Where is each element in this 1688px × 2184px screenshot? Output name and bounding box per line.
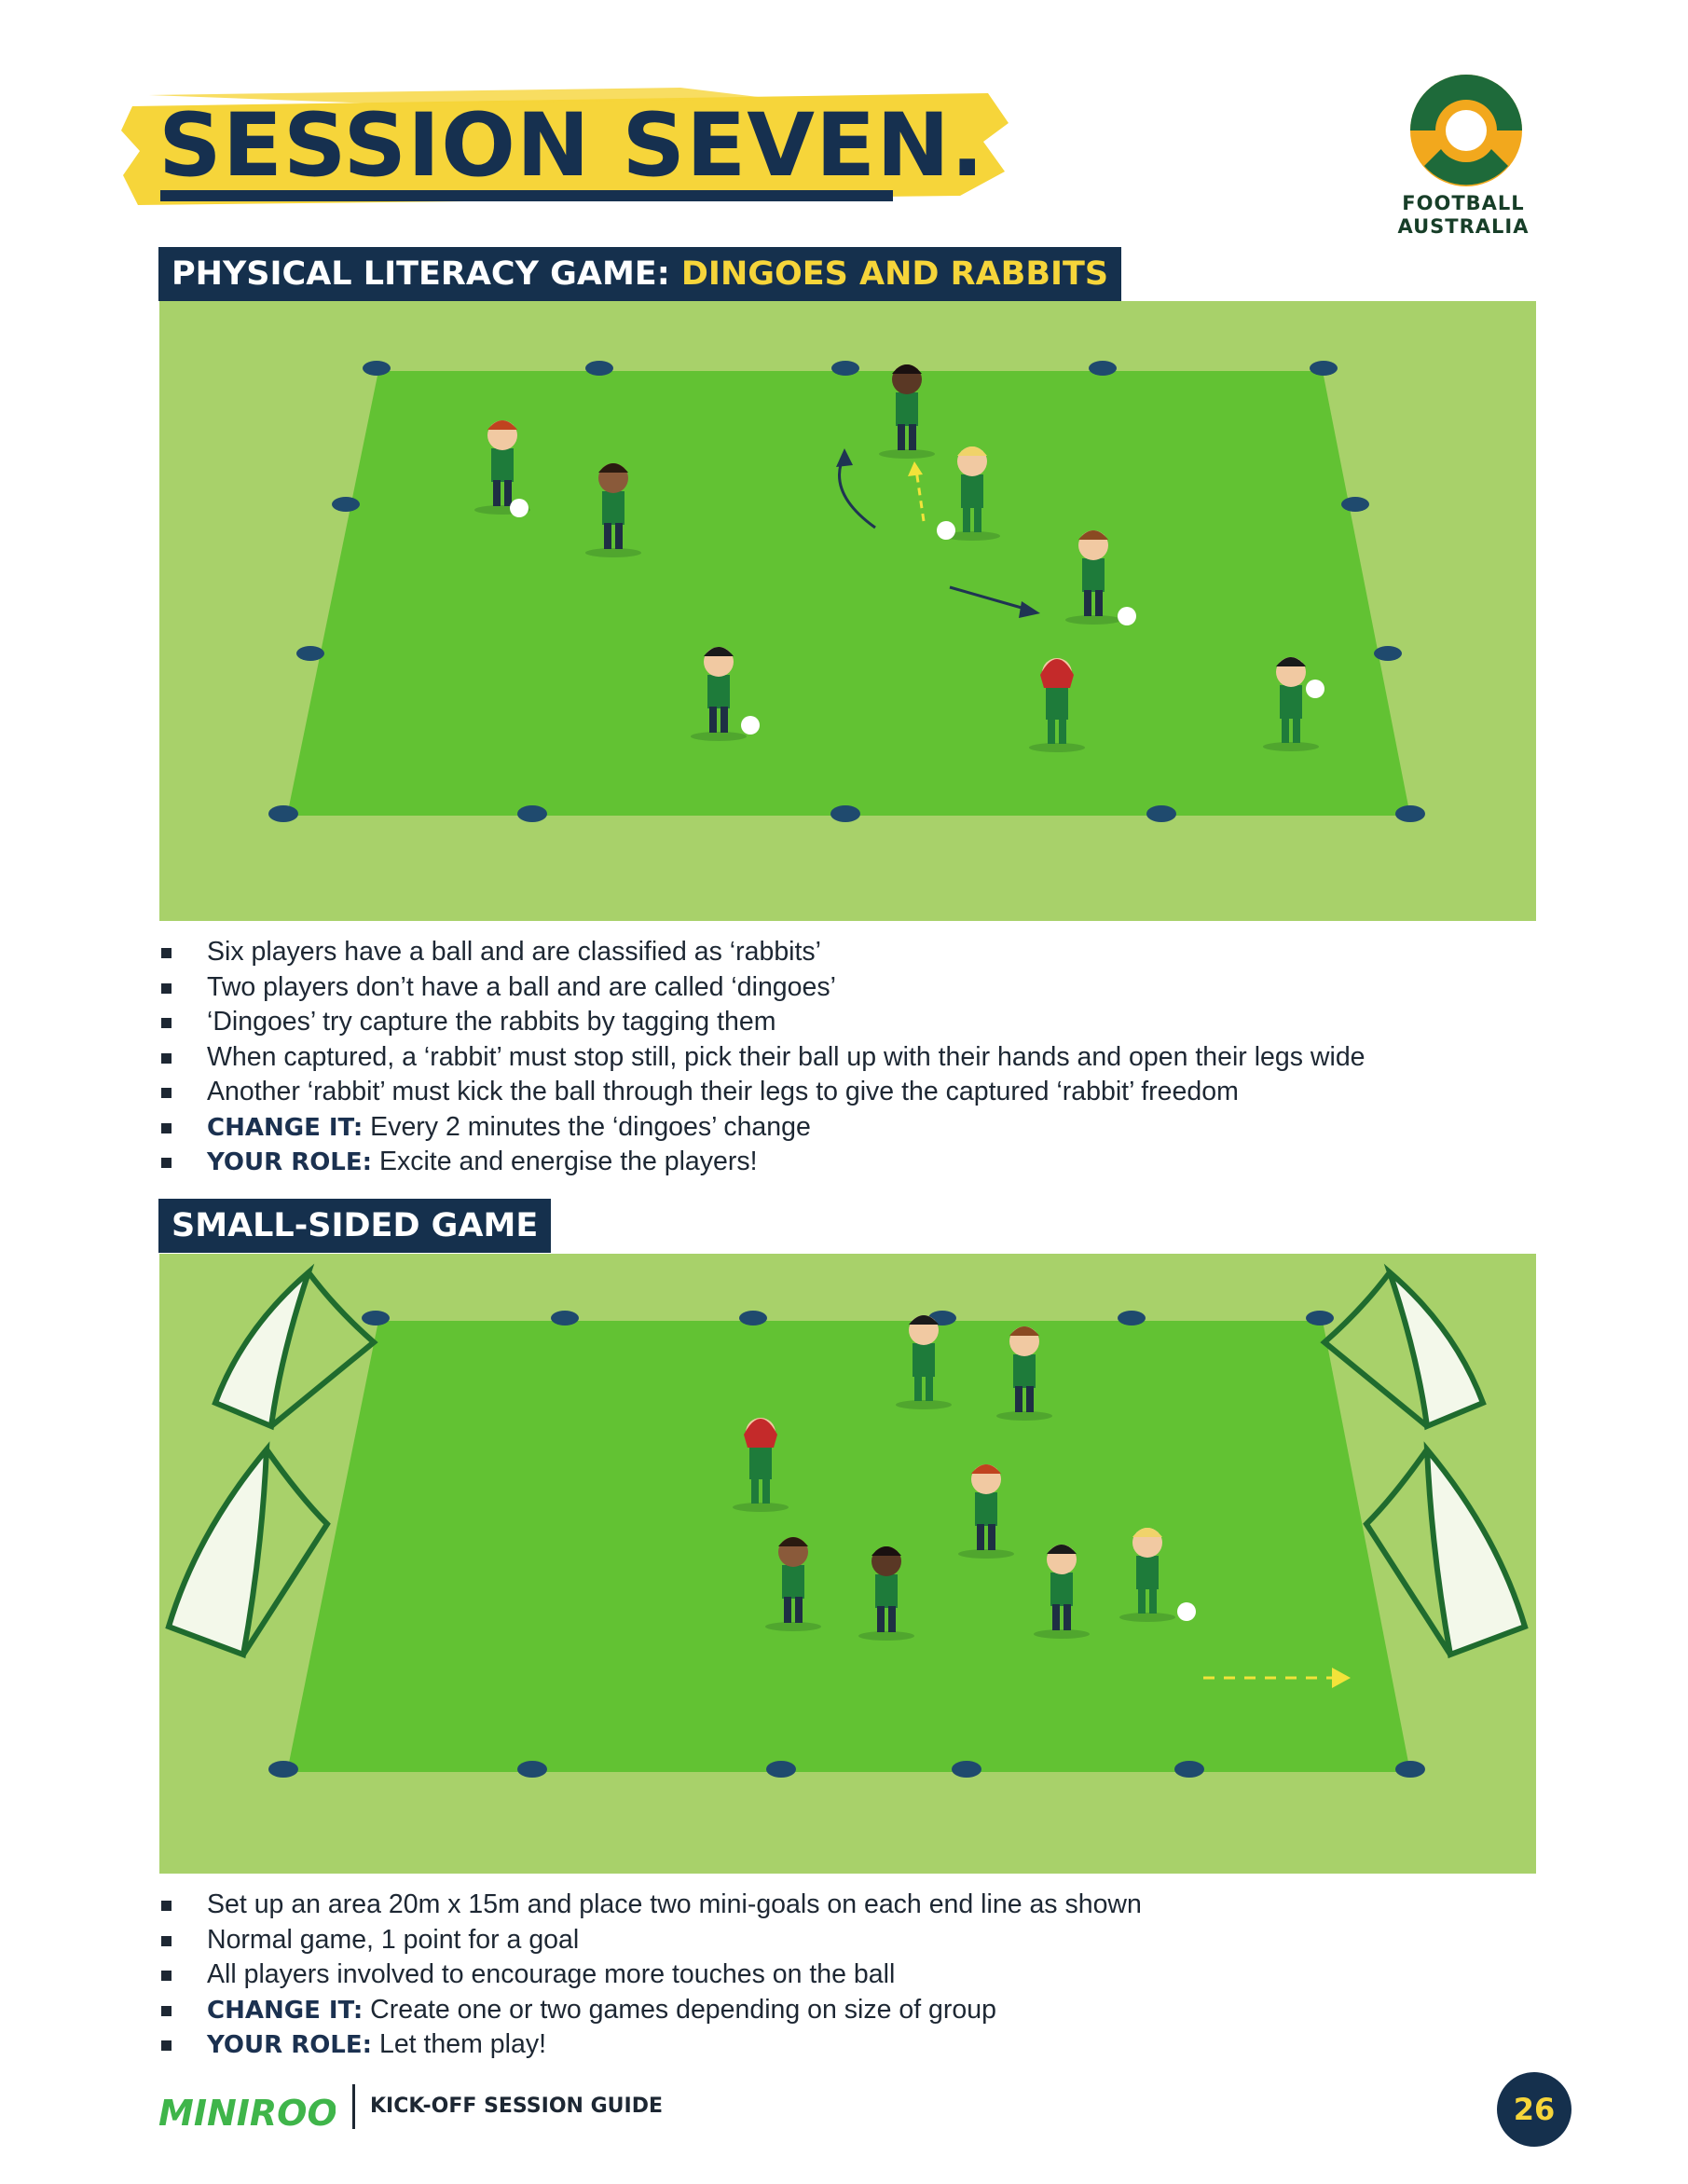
cone <box>268 805 298 822</box>
title-brush-stroke <box>121 88 1009 205</box>
player <box>733 1418 789 1512</box>
bullet-item: ‘Dingoes’ try capture the rabbits by tag… <box>158 1005 1365 1040</box>
cone <box>1146 805 1176 822</box>
playing-area <box>287 1321 1410 1772</box>
playing-area <box>287 371 1410 816</box>
bullet-item-your-role: YOUR ROLE: Let them play! <box>158 2027 1142 2063</box>
cone <box>551 1311 579 1326</box>
title-underline <box>160 190 893 201</box>
player <box>858 1546 914 1641</box>
bullet-item-change-it: CHANGE IT: Every 2 minutes the ‘dingoes’… <box>158 1110 1365 1146</box>
cone <box>1341 497 1369 512</box>
section-header-physical-literacy: PHYSICAL LITERACY GAME: DINGOES AND RABB… <box>158 247 1122 301</box>
mini-goal <box>1383 1263 1487 1431</box>
pitch-diagram-small-sided-game <box>159 1254 1536 1874</box>
cone <box>952 1761 981 1778</box>
mini-goal <box>1423 1441 1529 1659</box>
pass-arrow <box>1203 1668 1351 1688</box>
mini-goal <box>165 1441 270 1659</box>
player-rabbit <box>585 463 641 557</box>
player <box>765 1537 821 1631</box>
cone <box>585 361 613 376</box>
cone <box>1310 361 1338 376</box>
footer-divider <box>352 2084 355 2129</box>
cone <box>1306 1311 1334 1326</box>
player-rabbit <box>937 446 1000 541</box>
mini-goals <box>165 1263 1529 1659</box>
cone <box>363 361 391 376</box>
bullet-item: All players involved to encourage more t… <box>158 1957 1142 1993</box>
mini-goal <box>212 1263 315 1431</box>
cone <box>766 1761 796 1778</box>
bullet-item: Another ‘rabbit’ must kick the ball thro… <box>158 1075 1365 1110</box>
cones <box>268 361 1425 822</box>
cone <box>831 361 859 376</box>
cone <box>1089 361 1117 376</box>
cone <box>268 1761 298 1778</box>
bullet-item-change-it: CHANGE IT: Create one or two games depen… <box>158 1993 1142 2028</box>
cone <box>332 497 360 512</box>
player <box>1119 1528 1196 1622</box>
cone <box>296 646 324 661</box>
player <box>958 1464 1014 1559</box>
bullet-item-your-role: YOUR ROLE: Excite and energise the playe… <box>158 1145 1365 1180</box>
cone <box>362 1311 390 1326</box>
cone <box>1374 646 1402 661</box>
cone <box>739 1311 767 1326</box>
miniroos-logo: MINIROOS <box>158 2093 336 2134</box>
miniroos-wordmark: MINIROOS <box>158 2093 336 2134</box>
bullet-item: Six players have a ball and are classifi… <box>158 935 1365 970</box>
cone <box>1395 1761 1425 1778</box>
player-rabbit <box>474 420 530 517</box>
player <box>1034 1545 1090 1639</box>
bullet-item: Set up an area 20m x 15m and place two m… <box>158 1888 1142 1923</box>
logo-line-football: FOOTBALL <box>1402 192 1525 214</box>
bullet-item: Two players don’t have a ball and are ca… <box>158 970 1365 1006</box>
logo-wordmark: FOOTBALL AUSTRALIA <box>1384 192 1543 239</box>
cone <box>517 805 547 822</box>
cone <box>1395 805 1425 822</box>
logo-line-australia: AUSTRALIA <box>1397 215 1530 238</box>
player-dingo <box>1029 658 1085 752</box>
player <box>996 1326 1052 1421</box>
player <box>896 1315 952 1409</box>
player-rabbit <box>1065 530 1136 625</box>
section-header-prefix: PHYSICAL LITERACY GAME: <box>172 255 681 293</box>
cone <box>1118 1311 1146 1326</box>
section2-bullet-list: Set up an area 20m x 15m and place two m… <box>158 1888 1142 2063</box>
players <box>474 364 1324 752</box>
movement-arrows <box>836 448 1040 618</box>
footer-guide-title: KICK-OFF SESSION GUIDE <box>370 2095 663 2118</box>
football-australia-logo <box>1410 75 1522 186</box>
cone <box>830 805 860 822</box>
players <box>733 1315 1196 1641</box>
bullet-item: Normal game, 1 point for a goal <box>158 1923 1142 1958</box>
cone <box>517 1761 547 1778</box>
section-header-small-sided-game: SMALL-SIDED GAME <box>158 1199 552 1253</box>
section1-bullet-list: Six players have a ball and are classifi… <box>158 935 1365 1180</box>
page-number-badge: 26 <box>1497 2072 1571 2147</box>
section-header-highlight: DINGOES AND RABBITS <box>680 255 1109 293</box>
pitch-diagram-dingoes-rabbits <box>159 301 1536 921</box>
player-dingo <box>879 364 935 459</box>
cone <box>1174 1761 1204 1778</box>
bullet-item: When captured, a ‘rabbit’ must stop stil… <box>158 1040 1365 1076</box>
player-rabbit <box>691 647 760 741</box>
page-title: SESSION SEVEN. <box>158 95 985 197</box>
player-rabbit <box>1263 657 1324 751</box>
